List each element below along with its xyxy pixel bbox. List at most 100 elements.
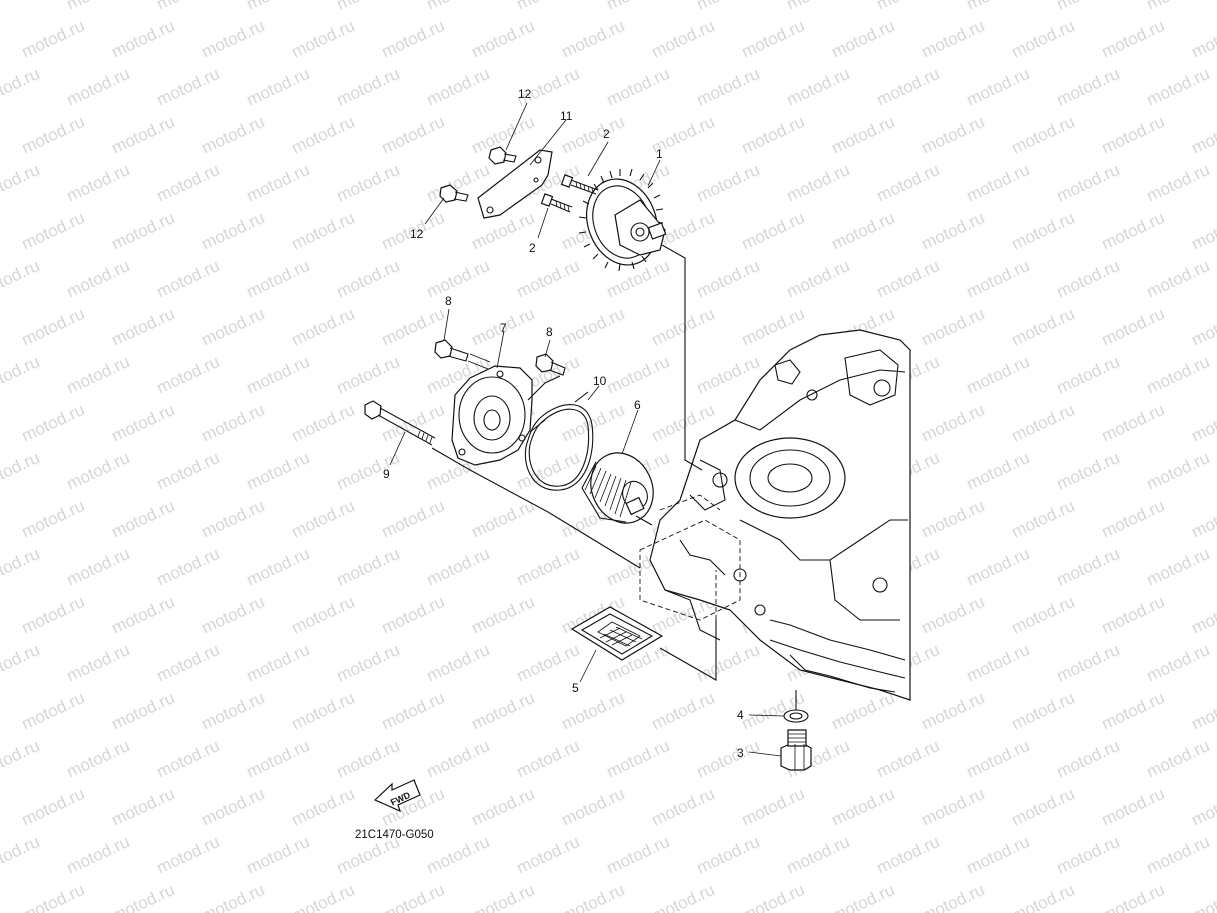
watermark-text: motod.ru — [154, 0, 223, 14]
o-ring-10 — [524, 404, 594, 491]
crankcase — [639, 329, 911, 701]
watermark-text: motod.ru — [1099, 208, 1168, 254]
watermark-text: motod.ru — [694, 160, 763, 206]
watermark-text: motod.ru — [874, 64, 943, 110]
watermark-text: motod.ru — [1189, 496, 1217, 542]
watermark-text: motod.ru — [244, 736, 313, 782]
watermark-text: motod.ru — [19, 304, 88, 350]
watermark-text: motod.ru — [289, 16, 358, 62]
watermark-text: motod.ru — [559, 880, 628, 913]
watermark-text: motod.ru — [694, 352, 763, 398]
watermark-text: motod.ru — [424, 544, 493, 590]
watermark-text: motod.ru — [0, 448, 42, 494]
watermark-text: motod.ru — [1054, 640, 1123, 686]
callout-2-upper: 2 — [603, 127, 610, 141]
watermark-text: motod.ru — [694, 736, 763, 782]
watermark-text: motod.ru — [1099, 592, 1168, 638]
watermark-text: motod.ru — [424, 0, 493, 14]
watermark-text: motod.ru — [739, 880, 808, 913]
watermark-text: motod.ru — [109, 496, 178, 542]
watermark-text: motod.ru — [1054, 0, 1123, 14]
watermark-text: motod.ru — [694, 64, 763, 110]
watermark-text: motod.ru — [739, 16, 808, 62]
watermark-text: motod.ru — [739, 112, 808, 158]
watermark-text: motod.ru — [199, 784, 268, 830]
watermark-text: motod.ru — [19, 784, 88, 830]
watermark-text: motod.ru — [1144, 256, 1213, 302]
watermark-text: motod.ru — [379, 112, 448, 158]
watermark-text: motod.ru — [289, 400, 358, 446]
watermark-text: motod.ru — [829, 688, 898, 734]
callout-4: 4 — [737, 708, 744, 722]
watermark-text: motod.ru — [334, 160, 403, 206]
watermark-text: motod.ru — [1054, 832, 1123, 878]
watermark-text: motod.ru — [1009, 400, 1078, 446]
watermark-text: motod.ru — [874, 160, 943, 206]
watermark-text: motod.ru — [64, 0, 133, 14]
watermark-text: motod.ru — [199, 16, 268, 62]
watermark-text: motod.ru — [109, 592, 178, 638]
watermark-text: motod.ru — [469, 688, 538, 734]
watermark-text: motod.ru — [154, 832, 223, 878]
watermark-text: motod.ru — [0, 64, 42, 110]
watermark-text: motod.ru — [0, 160, 42, 206]
watermark-text: motod.ru — [199, 496, 268, 542]
watermark-text: motod.ru — [154, 352, 223, 398]
watermark-text: motod.ru — [334, 736, 403, 782]
watermark-text: motod.ru — [334, 352, 403, 398]
watermark-text: motod.ru — [784, 256, 853, 302]
watermark-text: motod.ru — [604, 352, 673, 398]
callout-12-lower: 12 — [410, 227, 424, 241]
oil-pump — [578, 168, 667, 272]
watermark-text: motod.ru — [289, 688, 358, 734]
watermark-text: motod.ru — [289, 304, 358, 350]
callout-10: 10 — [593, 374, 607, 388]
watermark-text: motod.ru — [784, 64, 853, 110]
watermark-text: motod.ru — [334, 544, 403, 590]
watermark-text: motod.ru — [334, 640, 403, 686]
watermark-text: motod.ru — [784, 0, 853, 14]
watermark-text: motod.ru — [109, 208, 178, 254]
watermark-text: motod.ru — [244, 544, 313, 590]
bolt-2-lower — [540, 193, 573, 213]
watermark-text: motod.ru — [919, 304, 988, 350]
watermark-text: motod.ru — [109, 880, 178, 913]
watermark-text: motod.ru — [199, 880, 268, 913]
watermark-text: motod.ru — [739, 784, 808, 830]
watermark-text: motod.ru — [1009, 16, 1078, 62]
watermark-text: motod.ru — [0, 352, 42, 398]
filter-cover-7 — [451, 365, 533, 466]
watermark-text: motod.ru — [64, 448, 133, 494]
watermark-text: motod.ru — [154, 448, 223, 494]
callout-12-upper: 12 — [518, 87, 532, 101]
watermark-text: motod.ru — [424, 736, 493, 782]
watermark-text: motod.ru — [1189, 400, 1217, 446]
watermark-text: motod.ru — [964, 832, 1033, 878]
watermark-text: motod.ru — [919, 592, 988, 638]
watermark-text: motod.ru — [964, 160, 1033, 206]
watermark-text: motod.ru — [559, 16, 628, 62]
watermark-text: motod.ru — [1144, 160, 1213, 206]
watermark-text: motod.ru — [244, 832, 313, 878]
watermark-text: motod.ru — [739, 304, 808, 350]
watermark-text: motod.ru — [1099, 112, 1168, 158]
watermark-text: motod.ru — [964, 448, 1033, 494]
watermark-text: motod.ru — [1009, 112, 1078, 158]
watermark-text: motod.ru — [199, 208, 268, 254]
watermark-text: motod.ru — [19, 208, 88, 254]
watermark-text: motod.ru — [469, 208, 538, 254]
watermark-text: motod.ru — [919, 112, 988, 158]
watermark-text: motod.ru — [379, 16, 448, 62]
watermark-text: motod.ru — [109, 304, 178, 350]
watermark-text: motod.ru — [109, 400, 178, 446]
watermark-text: motod.ru — [289, 496, 358, 542]
watermark-text: motod.ru — [1189, 16, 1217, 62]
watermark-text: motod.ru — [919, 16, 988, 62]
watermark-text: motod.ru — [919, 784, 988, 830]
watermark-text: motod.ru — [874, 256, 943, 302]
watermark-text: motod.ru — [199, 688, 268, 734]
watermark-text: motod.ru — [1054, 256, 1123, 302]
watermark-text: motod.ru — [1054, 64, 1123, 110]
watermark-text: motod.ru — [199, 592, 268, 638]
